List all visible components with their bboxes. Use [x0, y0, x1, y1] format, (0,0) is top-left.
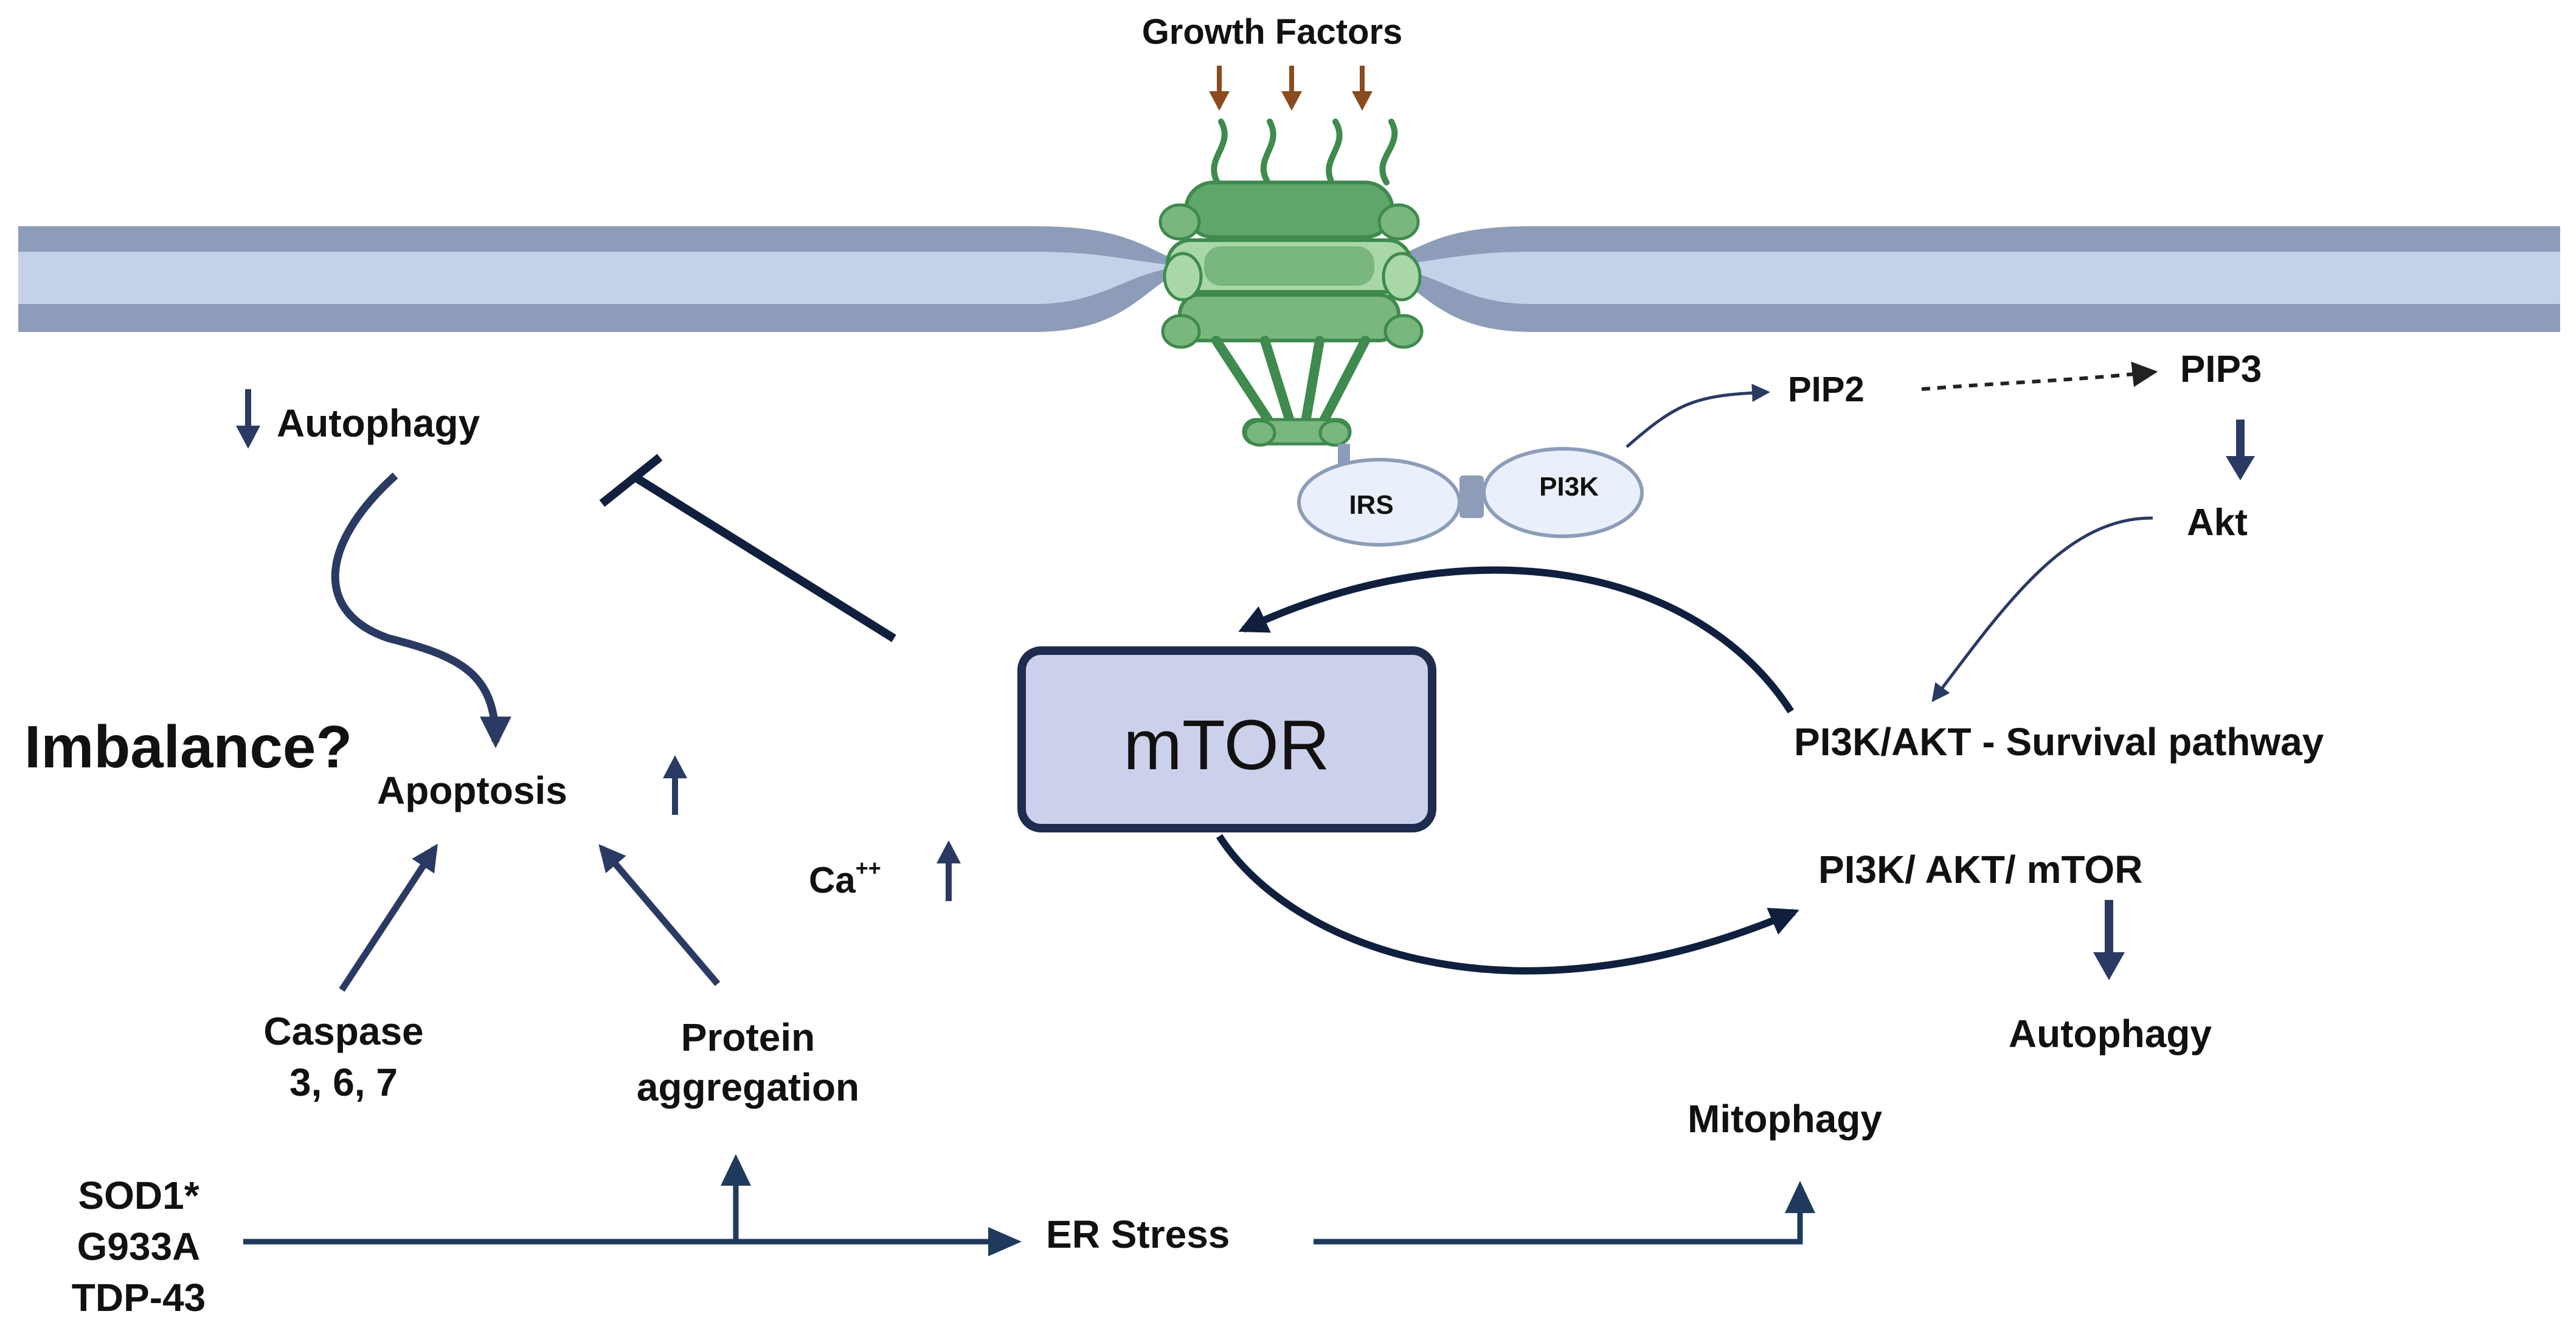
pi3k-akt-mtor-to-autophagy-arrow — [2093, 900, 2125, 980]
mtor-to-pi3k-akt-mtor-arrow — [1216, 834, 1799, 975]
mtor-box — [1017, 646, 1436, 832]
protein-label-line1: Protein — [681, 1015, 815, 1059]
survival-pathway-label: PI3K/AKT - Survival pathway — [1794, 720, 2324, 764]
caspase-label-line1: Caspase — [263, 1009, 423, 1053]
mutation-label-line3: TDP-43 — [72, 1276, 206, 1319]
growth-factors-label: Growth Factors — [1142, 12, 1403, 52]
pip3-to-akt-arrow — [2226, 420, 2255, 480]
apoptosis-label: Apoptosis — [377, 769, 567, 812]
membrane-inner-right — [1380, 252, 2560, 304]
er-stress-to-mitophagy-arrow — [1314, 1181, 1815, 1245]
autophagy-decrease-down-arrow-icon — [236, 389, 260, 449]
cell-membrane — [18, 226, 2560, 332]
imbalance-label: Imbalance? — [24, 713, 352, 780]
calcium-label: Ca++ — [809, 856, 881, 901]
calcium-superscript: ++ — [856, 856, 881, 880]
pi3k-label: PI3K — [1539, 472, 1599, 502]
calcium-increase-up-arrow-icon — [937, 840, 961, 901]
caspase-label-line2: 3, 6, 7 — [289, 1060, 398, 1104]
mutation-label-line1: SOD1* — [78, 1174, 199, 1217]
growth-factor-receptor-icon — [1158, 119, 1424, 471]
down-arrow-icon — [1281, 66, 1302, 111]
protein-label-line2: aggregation — [637, 1065, 859, 1109]
akt-label: Akt — [2187, 502, 2248, 544]
membrane-inner-left — [18, 252, 1186, 304]
mutation-label-line2: G933A — [77, 1225, 201, 1268]
pip2-to-pip3-dashed-arrow — [1921, 361, 2158, 391]
protein-aggregation-to-apoptosis-arrow — [598, 844, 721, 986]
irs-pi3k-complex: IRS PI3K — [1297, 447, 1644, 547]
down-arrow-icon — [1209, 66, 1230, 111]
mutation-to-er-stress-arrow — [243, 1227, 1022, 1256]
pip3-label: PIP3 — [2180, 348, 2262, 390]
akt-to-survival-arrow — [1931, 516, 2153, 702]
pi3k-akt-mtor-label: PI3K/ AKT/ mTOR — [1818, 848, 2142, 891]
pip2-label: PIP2 — [1788, 370, 1864, 409]
irs-label: IRS — [1349, 490, 1393, 520]
calcium-base: Ca — [809, 860, 856, 901]
autophagy-to-apoptosis-arrow — [331, 472, 511, 749]
autophagy-right-label: Autophagy — [2009, 1012, 2212, 1056]
er-stress-label: ER Stress — [1046, 1212, 1230, 1256]
survival-to-mtor-arrow — [1238, 566, 1795, 714]
growth-factor-arrows — [1209, 66, 1373, 111]
autophagy-top-label: Autophagy — [277, 401, 480, 445]
pi3k-to-pip2-arrow — [1626, 384, 1770, 448]
caspase-to-apoptosis-arrow — [339, 843, 438, 992]
mtor-label: mTOR — [1123, 705, 1329, 784]
down-arrow-icon — [1352, 66, 1373, 111]
to-protein-aggregation-arrow — [721, 1154, 751, 1242]
mtor-inhibits-autophagy-line — [599, 454, 896, 642]
mitophagy-label: Mitophagy — [1688, 1097, 1882, 1141]
apoptosis-increase-up-arrow-icon — [663, 755, 687, 815]
